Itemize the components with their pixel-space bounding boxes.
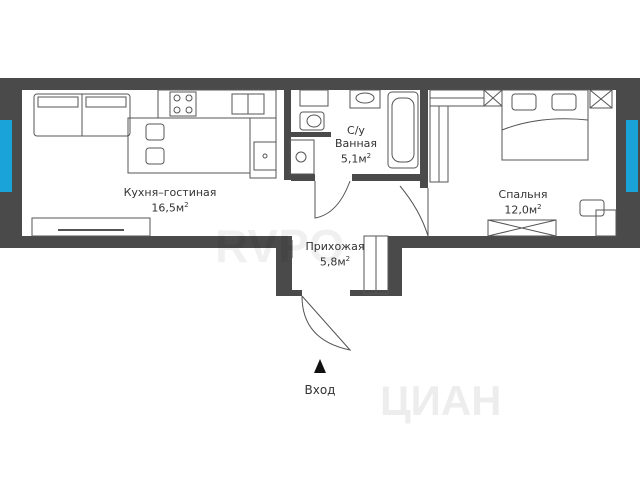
toilet: [299, 111, 325, 131]
hall-area-unit: 2: [345, 255, 351, 263]
windows: [0, 120, 638, 192]
bedroom-furniture: [429, 89, 617, 237]
tv-stand: [31, 217, 151, 237]
hall-label: Прихожая 5,8м2: [300, 240, 370, 269]
bath-sink: [349, 89, 381, 109]
watermark-cian: ЦИАН: [380, 377, 502, 424]
entrance-label: Вход: [304, 383, 336, 397]
bedroom-area: 12,0м: [504, 203, 538, 217]
watermark-center: RVPO: [215, 220, 345, 272]
doors: [291, 180, 429, 351]
interior-walls: [284, 90, 428, 188]
window-right: [626, 120, 638, 192]
kitchen-area-unit: 2: [184, 201, 189, 209]
bed: [501, 89, 589, 161]
door-bedroom: [399, 185, 429, 237]
bedroom-name: Спальня: [498, 188, 548, 201]
hall-furniture: [363, 235, 389, 295]
bathroom-name-2: Ванная: [334, 137, 378, 150]
bar-counter: [127, 117, 251, 174]
door-entry: [301, 295, 352, 351]
bedroom-area-unit: 2: [537, 203, 542, 211]
boiler: [299, 89, 329, 107]
bedroom-label: Спальня 12,0м2: [488, 188, 558, 217]
bathroom-area: 5,1м: [340, 152, 367, 166]
kitchen-furniture: [31, 89, 277, 237]
hall-area: 5,8м: [319, 255, 346, 269]
desk-chair: [579, 199, 605, 217]
kitchen-label: Кухня–гостиная 16,5м2: [115, 186, 225, 215]
window-left: [0, 120, 12, 192]
bathroom-area-unit: 2: [366, 152, 372, 160]
dresser: [487, 219, 557, 237]
bathroom-name-1: С/у: [347, 124, 365, 137]
bathroom-furniture: [289, 89, 419, 175]
washer-2: [289, 139, 315, 175]
bathroom-label: С/у Ванная 5,1м2: [326, 124, 386, 166]
door-bathroom: [314, 180, 351, 219]
stove: [169, 91, 197, 117]
washer: [253, 141, 277, 171]
bathtub: [387, 91, 419, 169]
kitchen-name: Кухня–гостиная: [123, 186, 217, 199]
kitchen-area: 16,5м: [151, 201, 185, 215]
hall-name: Прихожая: [305, 240, 365, 253]
entrance-arrow-icon: [314, 359, 326, 373]
